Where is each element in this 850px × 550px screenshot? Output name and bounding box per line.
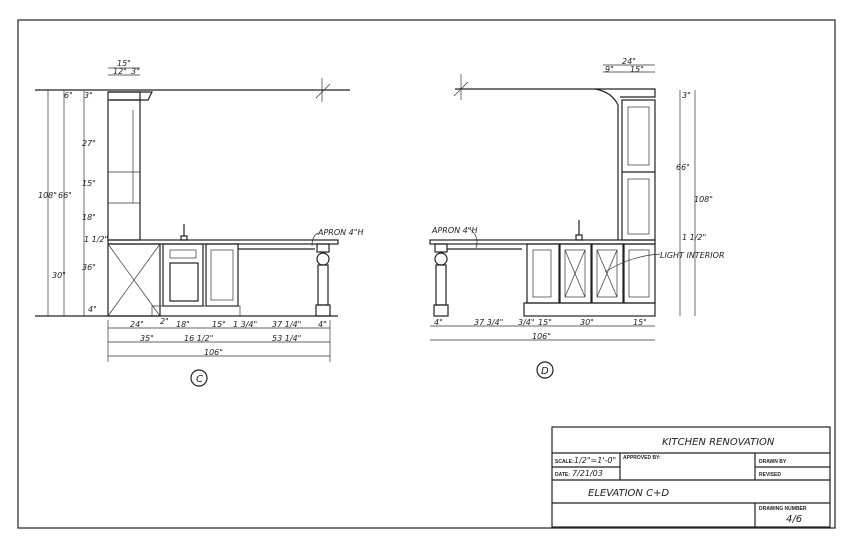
dim-label: 30" bbox=[52, 271, 66, 280]
dim-label: 15" bbox=[633, 318, 647, 327]
elevation-marker-c bbox=[190, 369, 208, 387]
revised-label: REVISED bbox=[759, 472, 781, 478]
dim-label: 53 1/4" bbox=[272, 334, 301, 343]
dim-label: 1 1/2" bbox=[84, 235, 108, 244]
overall-dim-label: 106" bbox=[204, 348, 223, 357]
dim-label: 35" bbox=[140, 334, 154, 343]
dim-label: 18" bbox=[82, 213, 96, 222]
dim-label: 66" bbox=[676, 163, 690, 172]
dim-label: 24" bbox=[622, 57, 636, 66]
dim-label: 9" bbox=[605, 65, 614, 74]
dim-label: 15" bbox=[82, 179, 96, 188]
dim-label: 16 1/2" bbox=[184, 334, 213, 343]
dim-label: 18" bbox=[176, 320, 190, 329]
dim-label: 37 3/4" bbox=[474, 318, 503, 327]
sink-base-cabinet bbox=[162, 243, 204, 307]
dim-label: 4" bbox=[318, 320, 327, 329]
dim-label: 24" bbox=[130, 320, 144, 329]
overall-dim-label: 106" bbox=[532, 332, 551, 341]
drawing-number-label: DRAWING NUMBER bbox=[759, 506, 807, 512]
faucet-d bbox=[575, 234, 583, 241]
base-cabinets-d bbox=[523, 243, 656, 317]
dim-label: 15" bbox=[538, 318, 552, 327]
dim-label: 4" bbox=[88, 305, 97, 314]
dim-label: 4" bbox=[434, 318, 443, 327]
dim-label: 1 1/2" bbox=[682, 233, 706, 242]
scale-label: SCALE: bbox=[555, 459, 574, 465]
dim-label: 3/4" bbox=[518, 318, 535, 327]
sheet-title: ELEVATION C+D bbox=[588, 488, 669, 499]
sheet-border bbox=[17, 19, 836, 529]
dim-label: 66" bbox=[58, 191, 72, 200]
dim-label: 37 1/4" bbox=[272, 320, 301, 329]
faucet-c bbox=[180, 235, 188, 241]
dim-label: 3" bbox=[131, 67, 140, 76]
approved-by-label: APPROVED BY: bbox=[623, 455, 661, 461]
apron-note: APRON 4"H bbox=[431, 226, 477, 235]
dim-label: 2" bbox=[160, 317, 169, 326]
scale-value: 1/2"=1'-0" bbox=[574, 456, 616, 465]
dim-label: 15" bbox=[212, 320, 226, 329]
turned-leg-d bbox=[433, 243, 449, 317]
turned-leg-c bbox=[315, 243, 331, 317]
date-label: DATE: bbox=[555, 472, 570, 478]
dim-label: 12" bbox=[113, 67, 127, 76]
drawing-number: 4/6 bbox=[786, 514, 802, 525]
tall-cabinet-d bbox=[621, 99, 656, 241]
elevation-marker-d bbox=[536, 361, 554, 379]
dim-label: 6" bbox=[64, 91, 73, 100]
dim-label: 3" bbox=[84, 91, 93, 100]
dim-label: 15" bbox=[117, 59, 131, 68]
apron-note: APRON 4"H bbox=[317, 228, 363, 237]
dim-label: 27" bbox=[82, 139, 96, 148]
dim-label: 1 3/4" bbox=[233, 320, 257, 329]
date-value: 7/21/03 bbox=[572, 469, 603, 478]
dim-label: 30" bbox=[580, 318, 594, 327]
project-title: KITCHEN RENOVATION bbox=[662, 437, 775, 448]
dim-label: 108" bbox=[38, 191, 57, 200]
wall-cabinet-c bbox=[107, 91, 141, 241]
dim-label: 15" bbox=[630, 65, 644, 74]
elevation-c: 15" 12" 3" 108" 66" 6" 3" 27" 15" 18" 1 … bbox=[35, 59, 363, 387]
countertop-d bbox=[429, 239, 656, 245]
elevation-marker-label: C bbox=[196, 374, 203, 385]
dim-label: 36" bbox=[82, 263, 96, 272]
drawn-by-label: DRAWN BY bbox=[759, 459, 787, 465]
dim-label: 108" bbox=[694, 195, 713, 204]
dim-label: 3" bbox=[682, 91, 691, 100]
elevation-marker-label: D bbox=[541, 366, 549, 377]
elevation-d: 24" 9" 15" 3" 66" 108" 1 1/2" 4" 37 3/4"… bbox=[429, 57, 725, 379]
light-interior-note: LIGHT INTERIOR bbox=[660, 251, 725, 260]
title-block: KITCHEN RENOVATION SCALE: 1/2"=1'-0" DAT… bbox=[551, 426, 831, 528]
countertop-c bbox=[107, 239, 339, 245]
